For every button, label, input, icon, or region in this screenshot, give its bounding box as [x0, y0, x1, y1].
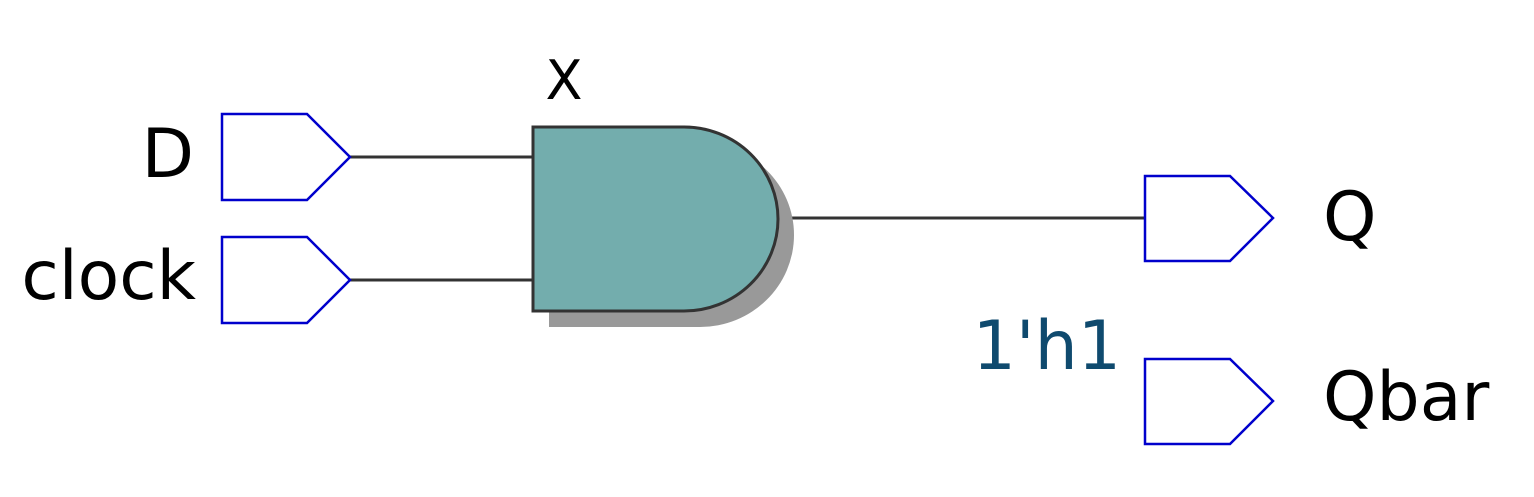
- input-port-clock[interactable]: clock: [21, 235, 352, 325]
- output-port-q-label: Q: [1323, 178, 1377, 257]
- output-port-q-shape: [1143, 174, 1275, 263]
- output-port-q[interactable]: Q: [1143, 174, 1377, 263]
- input-port-clock-shape: [220, 235, 352, 325]
- input-port-d-shape: [220, 112, 352, 202]
- gate-label: X: [546, 49, 583, 112]
- gate-body: [531, 125, 780, 313]
- and-gate-x[interactable]: [531, 125, 794, 327]
- output-port-qbar-label: Qbar: [1323, 358, 1489, 437]
- wires: [350, 155, 1145, 282]
- constant-label: 1'h1: [973, 307, 1121, 386]
- input-port-d-label: D: [142, 115, 194, 194]
- input-port-d[interactable]: D: [142, 112, 352, 202]
- output-port-qbar-shape: [1143, 357, 1275, 446]
- input-port-clock-label: clock: [21, 237, 196, 316]
- output-port-qbar[interactable]: Qbar: [1143, 357, 1489, 446]
